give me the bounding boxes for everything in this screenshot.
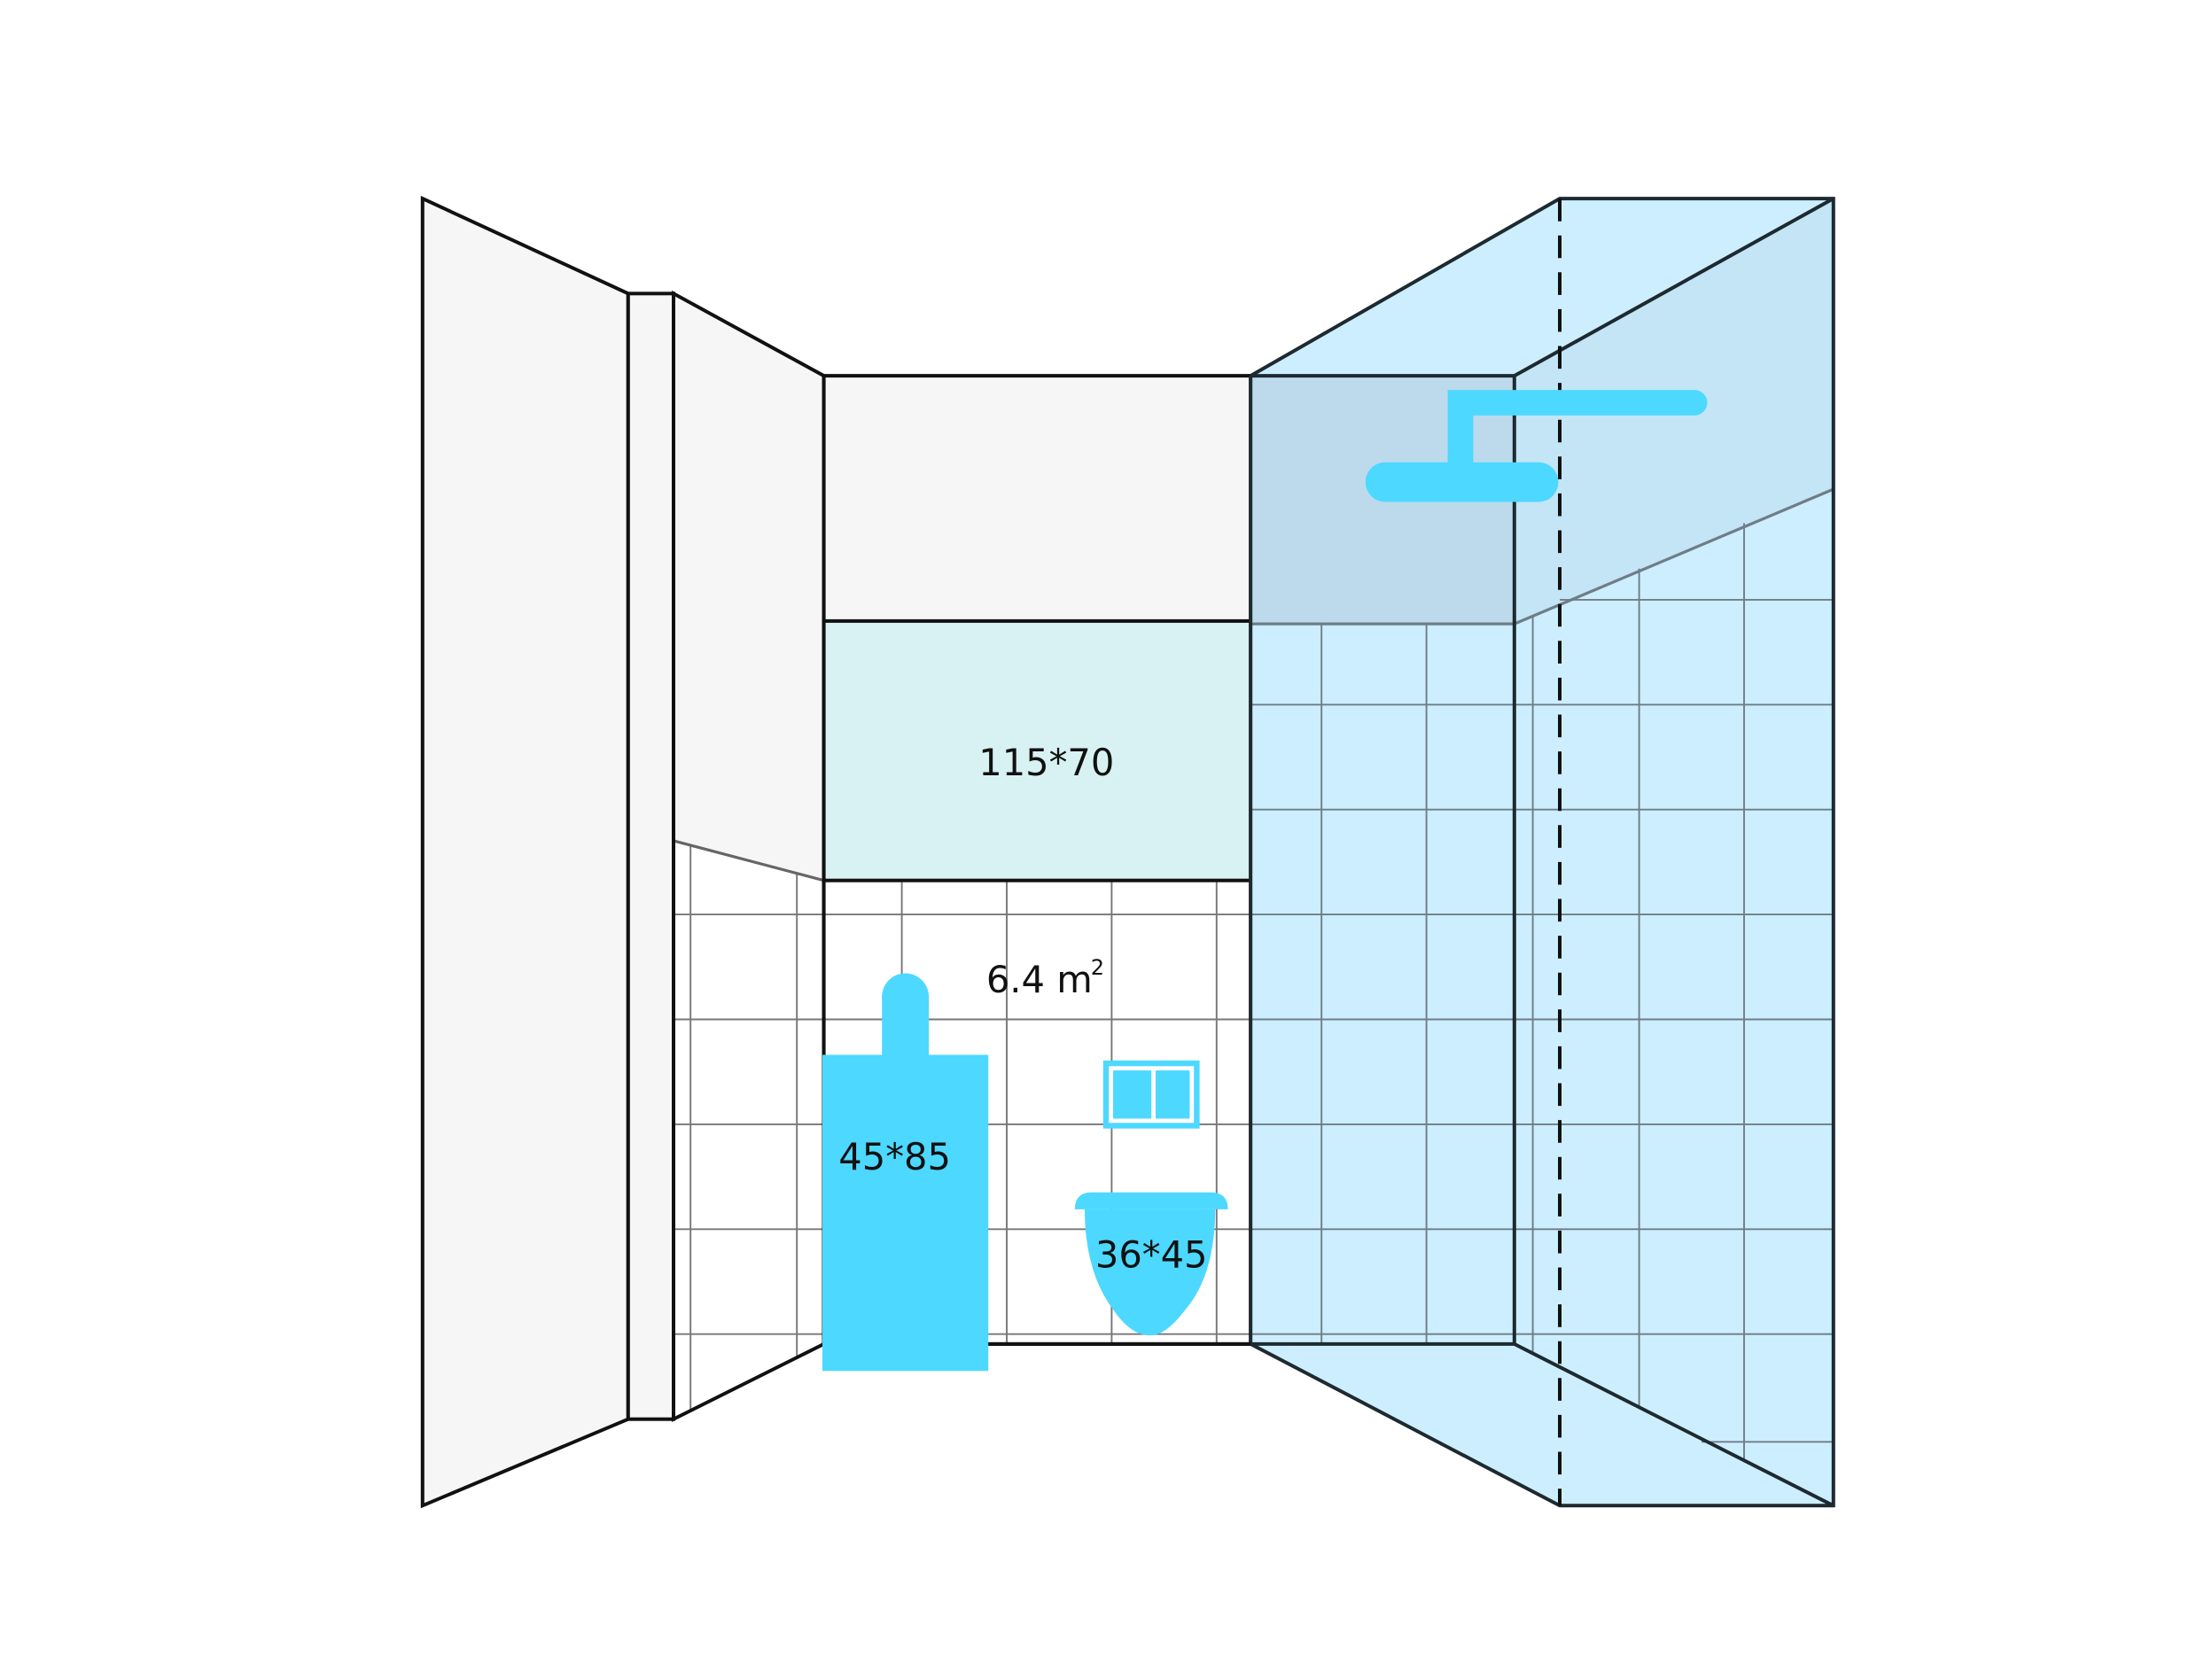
room-area-superscript: 2 (1091, 955, 1104, 980)
room-area-label: 6.4 m (986, 958, 1093, 1001)
toilet-icon (1074, 1192, 1228, 1336)
left-outer-wall (420, 195, 630, 1509)
shower-head-icon (1365, 390, 1708, 502)
toilet-size-label: 36*45 (1095, 1232, 1208, 1276)
shower-back-wall (1250, 376, 1515, 1344)
cabinet-size-label: 45*85 (838, 1135, 951, 1178)
cabinet-icon (822, 973, 989, 1372)
flush-plate-icon (1102, 1060, 1200, 1129)
door-jamb (626, 292, 676, 1421)
left-inner-wall (672, 290, 826, 1422)
mirror-size-label: 115*70 (978, 741, 1114, 784)
